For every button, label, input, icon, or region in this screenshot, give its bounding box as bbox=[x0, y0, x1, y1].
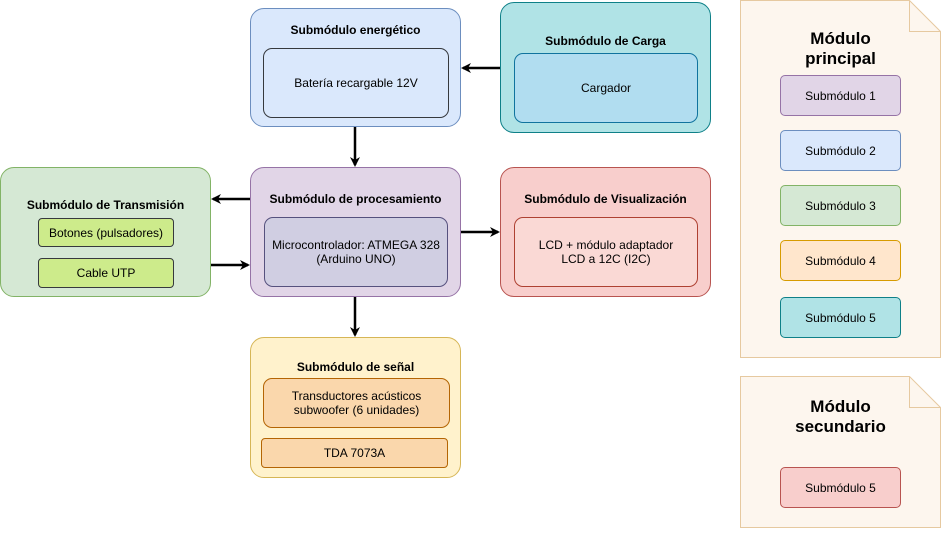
legend-item-secundario-submodulo-5: Submódulo 5 bbox=[780, 467, 901, 508]
energia-title: Submódulo energético bbox=[290, 23, 421, 37]
procesamiento-title: Submódulo de procesamiento bbox=[269, 192, 442, 206]
procesamiento-item-line2: (Arduino UNO) bbox=[316, 252, 396, 266]
visualizacion-item: LCD + módulo adaptador LCD a 12C (I2C) bbox=[514, 217, 698, 287]
legend-principal-title-line1: Módulo bbox=[810, 29, 871, 48]
senal-title: Submódulo de señal bbox=[296, 360, 415, 374]
visualizacion-box: Submódulo de Visualización LCD + módulo … bbox=[500, 167, 711, 297]
visualizacion-item-line1: LCD + módulo adaptador bbox=[538, 238, 674, 252]
senal-item-tda-label: TDA 7073A bbox=[323, 446, 386, 460]
senal-item-tda: TDA 7073A bbox=[261, 438, 448, 468]
transmision-item-cable: Cable UTP bbox=[38, 258, 174, 288]
legend-secundario-title-line2: secundario bbox=[795, 417, 886, 436]
transmision-item-botones-label: Botones (pulsadores) bbox=[48, 225, 164, 240]
carga-item: Cargador bbox=[514, 53, 698, 123]
legend-principal-title-line2: principal bbox=[805, 49, 876, 68]
carga-title: Submódulo de Carga bbox=[545, 34, 666, 48]
transmision-box: Submódulo de Transmisión Botones (pulsad… bbox=[0, 167, 211, 297]
senal-box: Submódulo de señal Transductores acústic… bbox=[250, 337, 461, 478]
transmision-item-botones: Botones (pulsadores) bbox=[38, 218, 174, 247]
procesamiento-item-line1: Microcontrolador: ATMEGA 328 bbox=[272, 238, 440, 252]
visualizacion-item-line2: LCD a 12C (I2C) bbox=[561, 252, 651, 266]
energia-item-label: Batería recargable 12V bbox=[294, 76, 418, 90]
transmision-title: Submódulo de Transmisión bbox=[26, 198, 185, 212]
visualizacion-title: Submódulo de Visualización bbox=[524, 192, 687, 206]
carga-item-label: Cargador bbox=[580, 81, 632, 95]
legend-secundario-title-line1: Módulo bbox=[810, 397, 871, 416]
senal-item-transductores-line1: Transductores acústicos bbox=[291, 389, 422, 403]
energia-item: Batería recargable 12V bbox=[263, 48, 449, 118]
energia-box: Submódulo energético Batería recargable … bbox=[250, 8, 461, 127]
legend-principal-title: Módulo principal bbox=[740, 29, 941, 69]
senal-item-transductores-line2: subwoofer (6 unidades) bbox=[293, 403, 420, 417]
legend-item-submodulo-4: Submódulo 4 bbox=[780, 240, 901, 281]
carga-box: Submódulo de Carga Cargador bbox=[500, 2, 711, 133]
transmision-item-cable-label: Cable UTP bbox=[76, 266, 136, 280]
legend-item-submodulo-5: Submódulo 5 bbox=[780, 297, 901, 338]
legend-item-submodulo-3: Submódulo 3 bbox=[780, 185, 901, 226]
legend-principal: Módulo principal Submódulo 1 Submódulo 2… bbox=[740, 0, 941, 358]
legend-item-submodulo-1: Submódulo 1 bbox=[780, 75, 901, 116]
legend-item-submodulo-2: Submódulo 2 bbox=[780, 130, 901, 171]
legend-secundario: Módulo secundario Submódulo 5 bbox=[740, 376, 941, 528]
procesamiento-box: Submódulo de procesamiento Microcontrola… bbox=[250, 167, 461, 297]
procesamiento-item: Microcontrolador: ATMEGA 328 (Arduino UN… bbox=[264, 217, 448, 287]
legend-secundario-title: Módulo secundario bbox=[740, 397, 941, 437]
senal-item-transductores: Transductores acústicos subwoofer (6 uni… bbox=[263, 378, 450, 428]
